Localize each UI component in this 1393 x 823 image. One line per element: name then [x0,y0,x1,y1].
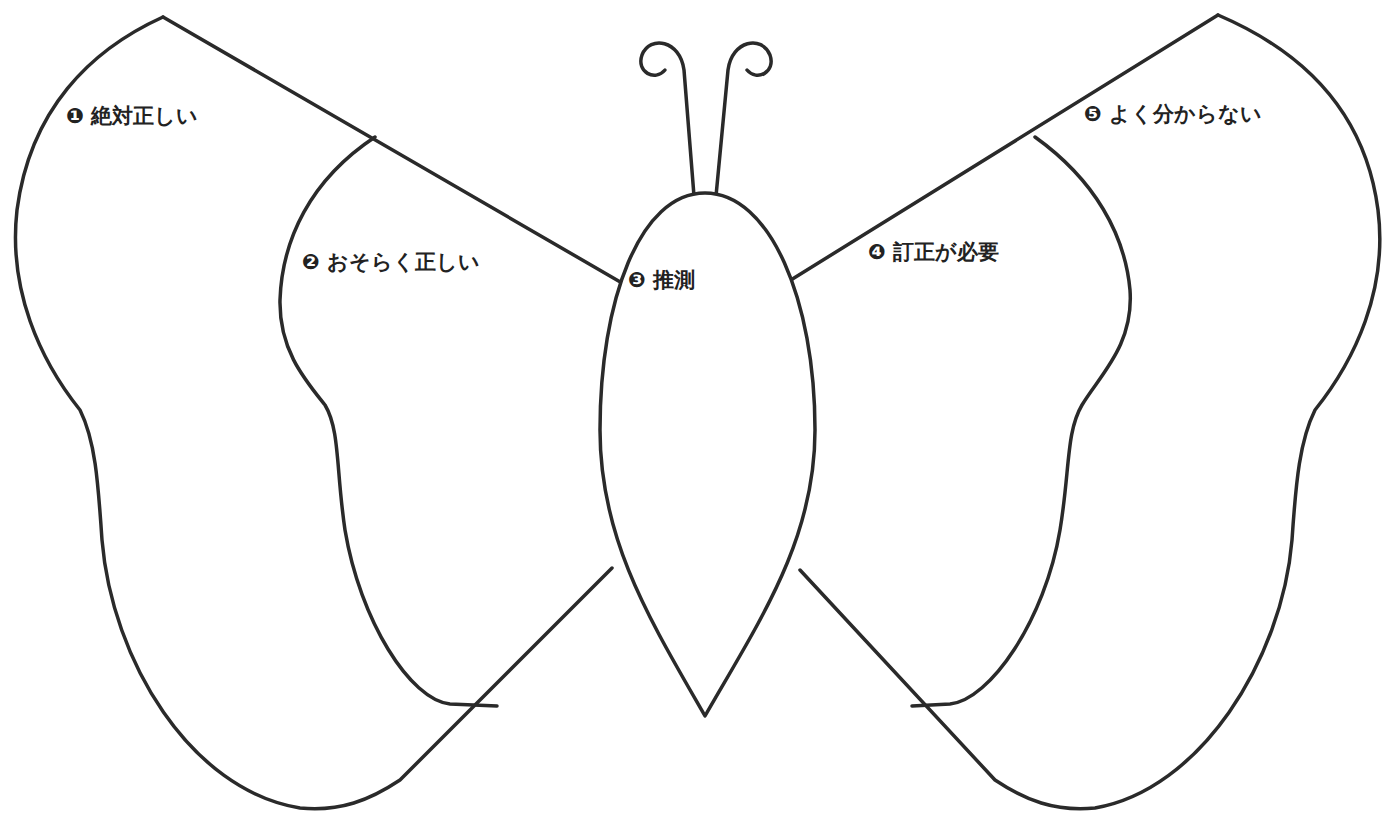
wing-region: ❷ おそらく正しい [302,250,485,278]
left-antenna [641,43,694,196]
butterfly-body [600,193,815,716]
left-outer-wing [15,17,612,809]
right-outer-wing [800,15,1380,809]
region-label: ❺ よく分からない [1084,102,1262,127]
right-wing-top-edge [786,15,1218,283]
left-inner-wing [280,137,497,706]
wing-region: ❶ 絶対正しい [66,104,203,132]
left-wing-top-edge [163,17,622,283]
wing-region: ❹ 訂正が必要 [868,240,1004,268]
wing-region: ❺ よく分からない [1084,102,1267,130]
right-inner-wing [912,137,1130,706]
region-label: ❷ おそらく正しい [302,250,480,275]
right-antenna [716,43,771,196]
region-label: ❹ 訂正が必要 [868,240,999,265]
region-label: ❶ 絶対正しい [66,104,198,129]
region-label: ❸ 推測 [628,268,695,293]
body-region: ❸ 推測 [628,268,700,296]
